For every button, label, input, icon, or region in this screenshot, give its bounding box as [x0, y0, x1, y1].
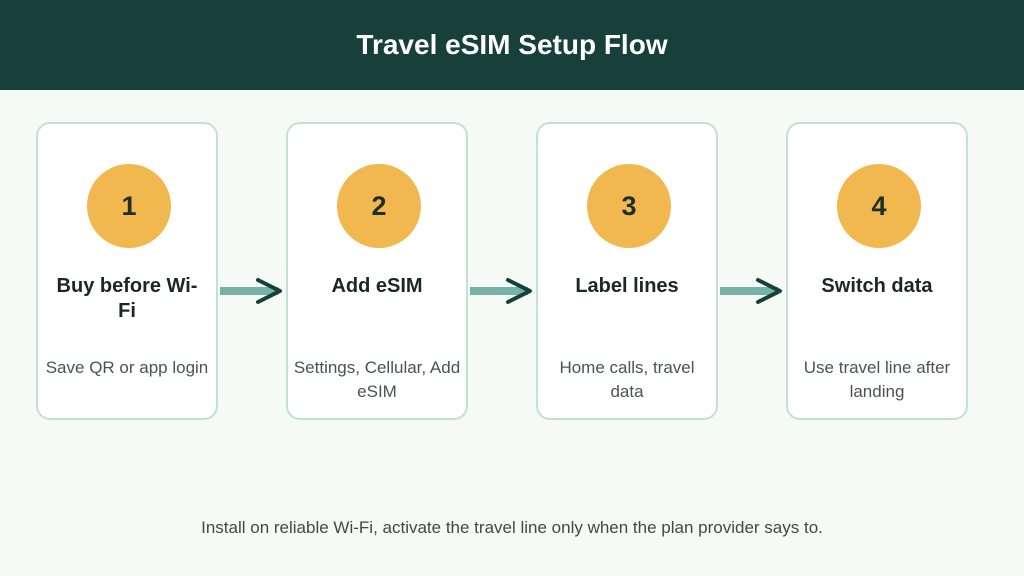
- title-bar: Travel eSIM Setup Flow: [0, 0, 1024, 90]
- step-number-badge: 4: [837, 164, 921, 248]
- step-description: Use travel line after landing: [803, 358, 951, 401]
- step-title: Add eSIM: [331, 275, 423, 297]
- step-number-badge: 2: [337, 164, 421, 248]
- page-title: Travel eSIM Setup Flow: [356, 29, 668, 60]
- step-description: Save QR or app login: [45, 358, 209, 377]
- step-title: Switch data: [821, 275, 933, 297]
- step-title: Buy before Wi-Fi: [56, 275, 198, 322]
- step-card-1: 1 Buy before Wi-Fi Save QR or app login: [36, 122, 218, 420]
- right-arrow-icon: [720, 278, 782, 304]
- step-description: Home calls, travel data: [559, 358, 695, 401]
- step-number-badge: 1: [87, 164, 171, 248]
- step-description: Settings, Cellular, Add eSIM: [293, 358, 461, 401]
- right-arrow-icon: [470, 278, 532, 304]
- step-card-3: 3 Label lines Home calls, travel data: [536, 122, 718, 420]
- step-card-4: 4 Switch data Use travel line after land…: [786, 122, 968, 420]
- step-number-badge: 3: [587, 164, 671, 248]
- step-card-2: 2 Add eSIM Settings, Cellular, Add eSIM: [286, 122, 468, 420]
- footer-note: Install on reliable Wi-Fi, activate the …: [201, 518, 823, 537]
- step-title: Label lines: [575, 275, 679, 297]
- right-arrow-icon: [220, 278, 282, 304]
